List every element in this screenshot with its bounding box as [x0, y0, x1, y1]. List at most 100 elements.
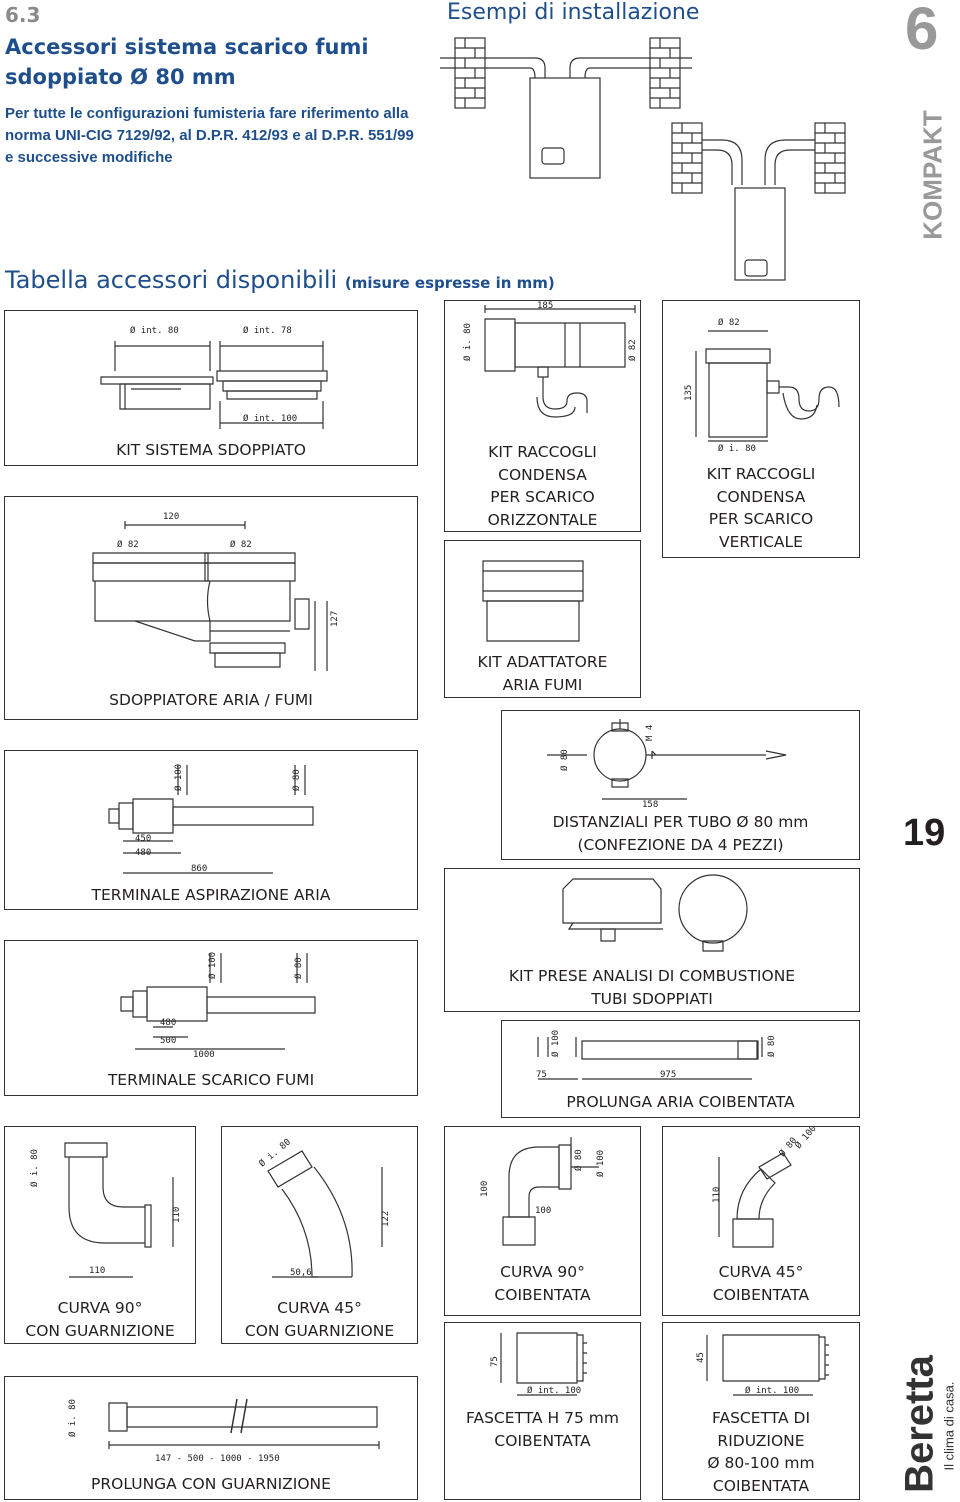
- series-name: KOMPAKT: [913, 110, 953, 240]
- item-curva-90-coibentata: 100 Ø 80 Ø 100 100 CURVA 90° COIBENTATA: [444, 1126, 641, 1316]
- curva-90-drawing: Ø i. 80 110 110: [29, 1127, 182, 1297]
- dim-100: Ø 100: [793, 1127, 819, 1151]
- dim-135: 135: [684, 385, 694, 401]
- dim-i80: Ø i. 80: [257, 1136, 293, 1169]
- series-name-text: KOMPAKT: [917, 110, 948, 240]
- dim-int80: Ø int. 80: [130, 325, 179, 336]
- kit-sistema-label: KIT SISTEMA SDOPPIATO: [116, 441, 306, 459]
- page-number: 19: [903, 812, 946, 854]
- table-title: Tabella accessori disponibili (misure es…: [5, 266, 555, 294]
- dim-i80: Ø i. 80: [67, 1399, 78, 1437]
- dim-int100: Ø int. 100: [745, 1385, 799, 1396]
- dim-110: 110: [712, 1187, 722, 1203]
- logo-tagline: Il clima di casa.: [940, 1300, 958, 1500]
- dim-100: Ø 100: [550, 1030, 561, 1057]
- item-kit-sistema-sdoppiato: Ø int. 80 Ø int. 78 Ø int. 100 KIT SISTE…: [4, 310, 418, 466]
- beretta-logo: Beretta Il clima di casa.: [896, 1300, 960, 1500]
- dim-860: 860: [191, 864, 207, 874]
- chapter-number: 6: [905, 0, 939, 62]
- curva-90-label: CURVA 90° CON GUARNIZIONE: [25, 1299, 175, 1340]
- item-kit-prese: KIT PRESE ANALISI DI COMBUSTIONE TUBI SD…: [444, 868, 860, 1012]
- curva-90-coib-label: CURVA 90° COIBENTATA: [494, 1263, 591, 1304]
- table-subtitle: (misure espresse in mm): [344, 274, 555, 292]
- item-curva-45-coibentata: 110 Ø 80 Ø 100 CURVA 45° COIBENTATA: [662, 1126, 860, 1316]
- section-number: 6.3: [5, 3, 41, 27]
- dim-100: Ø 100: [173, 764, 184, 791]
- terminale-scarico-label: TERMINALE SCARICO FUMI: [107, 1071, 315, 1089]
- item-fascetta-riduzione: 45 Ø int. 100 FASCETTA DI RIDUZIONE Ø 80…: [662, 1322, 860, 1500]
- dim-82b: Ø 82: [230, 539, 252, 550]
- kit-sistema-drawing: Ø int. 80 Ø int. 78 Ø int. 100: [5, 325, 419, 441]
- kit-raccogli-orizz-drawing: 185 Ø i. 80 Ø 82: [462, 301, 638, 441]
- examples-title: Esempi di installazione: [447, 0, 700, 25]
- logo-wordmark: Beretta: [898, 1300, 942, 1500]
- reference-note: Per tutte le configurazioni fumisteria f…: [5, 105, 414, 166]
- dim-1000: 1000: [193, 1050, 215, 1060]
- dim-75: 75: [490, 1356, 500, 1367]
- dim-int100: Ø int. 100: [527, 1385, 581, 1396]
- item-kit-raccogli-orizzontale: 185 Ø i. 80 Ø 82 KIT RACCOGLI CONDENSA P…: [444, 300, 641, 532]
- section-title: Accessori sistema scarico fumi sdoppiato…: [5, 35, 369, 89]
- dim-i80: Ø i. 80: [462, 323, 473, 361]
- dim-127: 127: [330, 611, 340, 627]
- item-fascetta-h75: 75 Ø int. 100 FASCETTA H 75 mm COIBENTAT…: [444, 1322, 641, 1500]
- dim-i80: Ø i. 80: [718, 443, 756, 454]
- dim-120: 120: [163, 512, 179, 522]
- curva-45-coib-label: CURVA 45° COIBENTATA: [712, 1263, 810, 1304]
- dim-80: Ø 80: [573, 1149, 584, 1171]
- curva-90-coib-drawing: 100 Ø 80 Ø 100 100: [480, 1127, 606, 1257]
- wall-left-bottom: [671, 122, 703, 194]
- fascetta-h75-drawing: 75 Ø int. 100: [490, 1323, 642, 1396]
- kit-prese-drawing: [445, 869, 861, 965]
- dim-110v: 110: [172, 1207, 182, 1223]
- item-sdoppiatore: 120 Ø 82 Ø 82 127 SDOPPIATORE ARIA / FUM…: [4, 496, 418, 720]
- item-prolunga-aria: Ø 100 Ø 80 75 975 PROLUNGA ARIA COIBENTA…: [501, 1020, 860, 1118]
- item-curva-45: Ø i. 80 122 50,6 CURVA 45° CON GUARNIZIO…: [221, 1126, 418, 1344]
- item-kit-adattatore: KIT ADATTATORE ARIA FUMI: [444, 540, 641, 698]
- dim-80: Ø 80: [293, 957, 304, 979]
- item-terminale-scarico: Ø 100 Ø 80 480 500 1000 TERMINALE SCARIC…: [4, 940, 418, 1096]
- distanziali-drawing: Ø 80 M 4 158: [502, 711, 861, 810]
- distanziali-label: DISTANZIALI PER TUBO Ø 80 mm (CONFEZIONE…: [552, 813, 809, 854]
- item-terminale-aspirazione: Ø 100 Ø 80 450 480 860 TERMINALE ASPIRAZ…: [4, 750, 418, 910]
- terminale-scarico-drawing: Ø 100 Ø 80 480 500 1000: [5, 952, 419, 1060]
- dim-110h: 110: [89, 1266, 105, 1276]
- wall-right-bottom: [814, 122, 846, 194]
- dim-80: Ø 80: [559, 749, 570, 771]
- dim-100d: Ø 100: [595, 1150, 606, 1177]
- curva-45-drawing: Ø i. 80 122 50,6: [257, 1136, 391, 1278]
- dim-975: 975: [660, 1070, 676, 1080]
- installation-examples-drawing: [440, 37, 846, 281]
- dim-450: 450: [135, 834, 151, 844]
- dim-122: 122: [381, 1211, 391, 1227]
- prolunga-aria-label: PROLUNGA ARIA COIBENTATA: [566, 1093, 795, 1111]
- prolunga-aria-drawing: Ø 100 Ø 80 75 975: [536, 1030, 777, 1080]
- dim-82: Ø 82: [718, 317, 740, 328]
- prolunga-guarnizione-drawing: Ø i. 80 147 - 500 - 1000 - 1950: [67, 1377, 419, 1464]
- dim-80: Ø 80: [291, 769, 302, 791]
- dim-50-6: 50,6: [290, 1268, 312, 1278]
- dim-m4: M 4: [645, 725, 655, 741]
- kit-adattatore-label: KIT ADATTATORE ARIA FUMI: [477, 653, 608, 694]
- dim-lengths: 147 - 500 - 1000 - 1950: [155, 1454, 280, 1464]
- curva-45-label: CURVA 45° CON GUARNIZIONE: [244, 1299, 395, 1340]
- dim-45: 45: [696, 1352, 706, 1363]
- wall-left-top: [454, 37, 486, 109]
- item-curva-90: Ø i. 80 110 110 CURVA 90° CON GUARNIZION…: [4, 1126, 196, 1344]
- dim-75: 75: [536, 1070, 547, 1080]
- item-distanziali: Ø 80 M 4 158 DISTANZIALI PER TUBO Ø 80 m…: [501, 710, 860, 860]
- kit-raccogli-vert-drawing: Ø 82 135 Ø i. 80: [684, 317, 861, 454]
- table-title-text: Tabella accessori disponibili: [5, 266, 338, 294]
- item-prolunga-guarnizione: Ø i. 80 147 - 500 - 1000 - 1950 PROLUNGA…: [4, 1376, 418, 1500]
- dim-i80: Ø i. 80: [29, 1149, 40, 1187]
- dim-int78: Ø int. 78: [243, 325, 292, 336]
- dim-480: 480: [160, 1018, 176, 1028]
- dim-158: 158: [642, 800, 658, 810]
- item-kit-raccogli-verticale: Ø 82 135 Ø i. 80 KIT RACCOGLI CONDENSA P…: [662, 300, 860, 558]
- dim-100v: 100: [480, 1181, 490, 1197]
- kit-raccogli-vert-label: KIT RACCOGLI CONDENSA PER SCARICO VERTIC…: [706, 465, 816, 551]
- kit-raccogli-orizz-label: KIT RACCOGLI CONDENSA PER SCARICO ORIZZO…: [487, 443, 598, 529]
- terminale-aspirazione-label: TERMINALE ASPIRAZIONE ARIA: [91, 886, 331, 904]
- dim-82a: Ø 82: [117, 539, 139, 550]
- dim-82: Ø 82: [627, 339, 638, 361]
